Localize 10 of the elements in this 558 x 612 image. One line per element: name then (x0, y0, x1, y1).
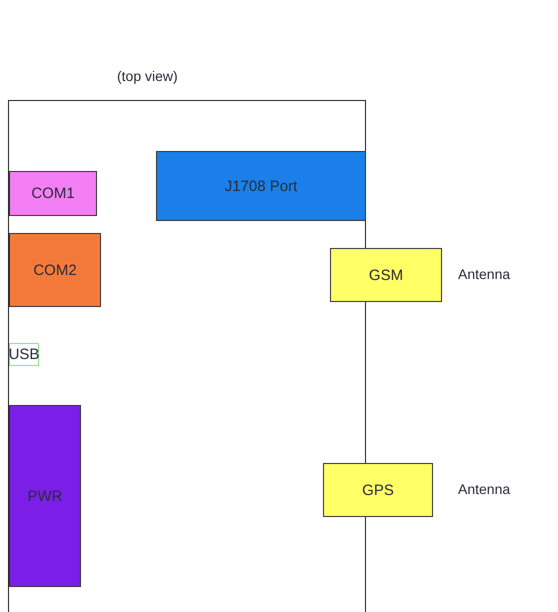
side-label: Antenna (458, 266, 510, 282)
side-label: Antenna (458, 481, 510, 497)
port-box: J1708 Port (156, 151, 366, 221)
port-box: COM1 (9, 171, 97, 216)
diagram-title: (top view) (117, 68, 178, 84)
connector-box: GSM (330, 248, 442, 302)
connector-box: GPS (323, 463, 433, 517)
power-box: PWR (9, 405, 81, 587)
port-box: COM2 (9, 233, 101, 307)
port-box: USB (9, 343, 39, 366)
